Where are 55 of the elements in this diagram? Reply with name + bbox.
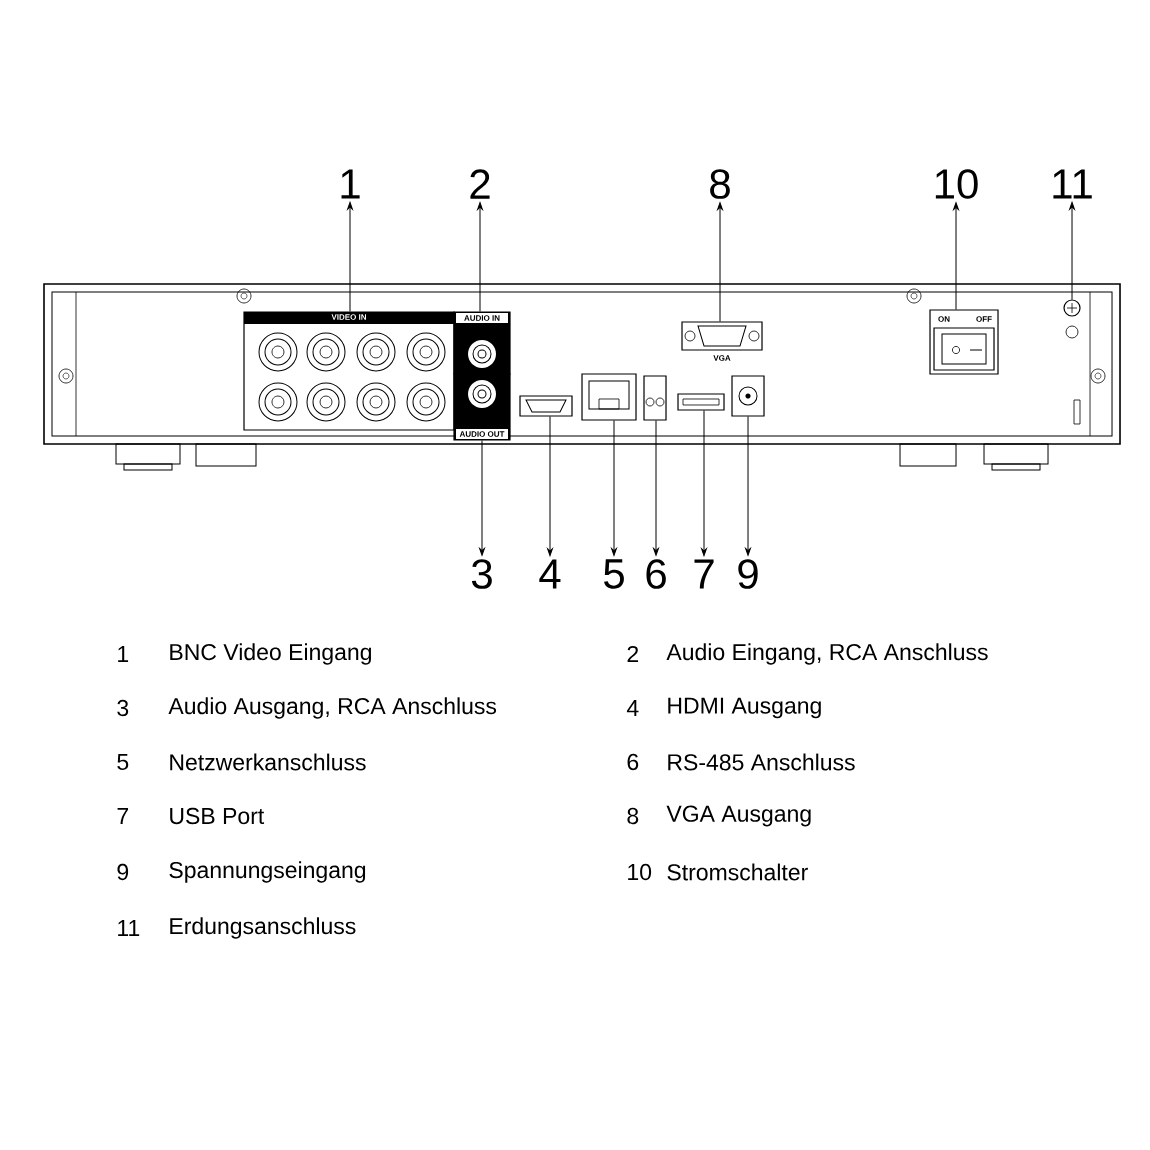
- power-jack: [731, 375, 765, 417]
- list-number: 9: [117, 863, 129, 881]
- callout-number: 2: [470, 169, 490, 199]
- leader-line: [717, 202, 723, 322]
- callout-number: 5: [604, 559, 624, 589]
- list-number: 3: [117, 699, 129, 717]
- list-number: 2: [627, 646, 639, 663]
- terminal-block: [643, 375, 667, 421]
- callout-number: 1: [341, 169, 360, 199]
- audio-output-jack: [453, 373, 511, 441]
- leader-line: [547, 416, 553, 557]
- part-description: Audio Ausgang, RCA Anschluss: [168, 697, 497, 719]
- power-switch: [929, 309, 999, 375]
- list-number: 6: [627, 753, 639, 771]
- leader-line: [1069, 201, 1075, 300]
- callout-number: 10: [935, 169, 978, 199]
- leader-line: [479, 440, 485, 556]
- leader-line: [347, 201, 353, 312]
- callout-number: 4: [539, 559, 561, 589]
- hdmi-port: [519, 395, 573, 417]
- usb-port: [677, 393, 725, 411]
- list-number: 5: [117, 754, 129, 771]
- part-description: USB Port: [170, 807, 265, 825]
- part-description: BNC Video Eingang: [170, 643, 371, 665]
- part-description: Spannungseingang: [169, 861, 366, 883]
- part-description: RS-485 Anschluss: [668, 753, 855, 771]
- leader-line: [653, 420, 659, 556]
- network-port: [581, 373, 637, 421]
- list-number: 4: [626, 700, 639, 716]
- part-description: Netzwerkanschluss: [170, 753, 366, 771]
- part-description: Stromschalter: [667, 863, 808, 881]
- leader-line: [701, 410, 707, 557]
- leader-line: [745, 416, 751, 556]
- ground-screw: [1063, 299, 1081, 317]
- part-description: HDMI Ausgang: [668, 697, 821, 719]
- list-number: 10: [628, 863, 652, 881]
- leader-line: [477, 202, 483, 312]
- part-description: Audio Eingang, RCA Anschluss: [666, 643, 988, 665]
- part-description: VGA Ausgang: [666, 805, 811, 827]
- leader-line: [953, 202, 959, 310]
- callout-number: 6: [646, 559, 666, 589]
- part-description: Erdungsanschluss: [170, 917, 356, 939]
- callout-number: 3: [471, 559, 492, 589]
- callout-number: 8: [710, 169, 730, 199]
- callout-number: 9: [738, 559, 758, 589]
- list-number: 8: [627, 807, 639, 825]
- vga-port: [681, 321, 763, 351]
- audio-input-jack: [453, 311, 511, 375]
- video-input-panel: [243, 311, 455, 431]
- callout-number: 11: [1053, 169, 1092, 199]
- list-number: 11: [118, 920, 140, 936]
- callout-number: 7: [694, 559, 714, 589]
- leader-line: [611, 420, 617, 556]
- list-number: 1: [118, 646, 129, 662]
- list-number: 7: [117, 808, 129, 824]
